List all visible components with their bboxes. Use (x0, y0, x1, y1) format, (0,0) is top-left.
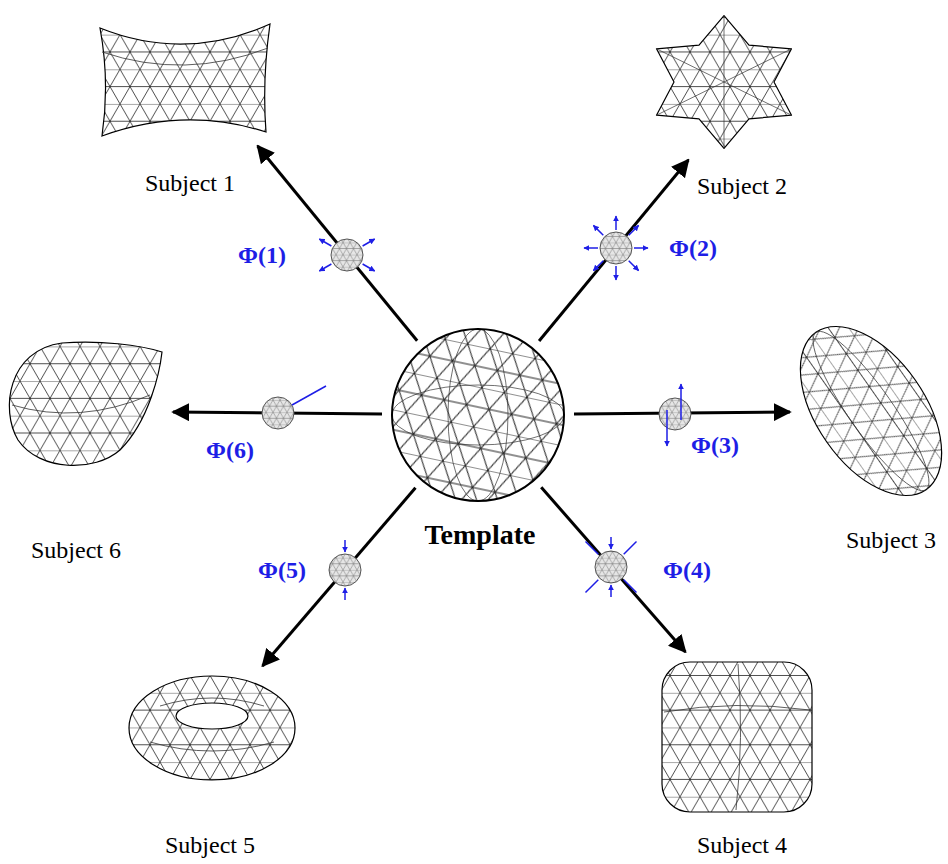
deformation-icon (262, 386, 326, 429)
deformation-label: Φ(6) (206, 436, 254, 465)
mesh-wire (9, 342, 162, 465)
mesh-fill (772, 301, 948, 520)
icon-sphere (659, 398, 691, 430)
icon-sphere (595, 551, 627, 583)
subject-label: Subject 5 (165, 831, 255, 860)
mesh-wire (129, 676, 295, 780)
deformation-icon (586, 537, 637, 597)
template-sphere (392, 329, 564, 501)
deformation-arrows (344, 540, 346, 600)
subject-label: Subject 4 (697, 831, 787, 860)
subject-node: Subject 5 (128, 674, 298, 784)
subject-mesh (100, 24, 270, 136)
icon-sphere (329, 554, 361, 586)
mesh-wire (662, 662, 812, 812)
subject-label: Subject 6 (31, 536, 121, 565)
subject-mesh (129, 676, 295, 780)
deformation-icon (319, 239, 374, 271)
mesh-fill (100, 24, 270, 136)
deformation-label: Φ(3) (691, 431, 739, 460)
template-node: Template (390, 327, 566, 503)
mesh-curve (798, 320, 944, 503)
deformation-label: Φ(5) (258, 556, 306, 585)
template-label: Template (425, 518, 536, 552)
deformation-label: Φ(2) (669, 234, 717, 263)
deformation-lines (292, 386, 326, 405)
subject-node: Subject 1 (100, 22, 270, 138)
deformation-label: Φ(4) (663, 556, 711, 585)
mesh-curve (657, 16, 792, 149)
mesh-wire (772, 301, 948, 520)
deformation-arrows (610, 537, 612, 597)
deformation-arrow (263, 488, 416, 666)
icon-sphere (600, 232, 632, 264)
sphere-curve (392, 385, 564, 445)
mesh-fill (662, 662, 812, 812)
icon-sphere (659, 398, 691, 430)
torus-hole (176, 703, 248, 729)
deformation-arrow (258, 146, 418, 341)
subject-node: Subject 2 (654, 12, 796, 152)
deformation-arrow (541, 487, 685, 652)
sphere-outline (392, 329, 564, 501)
sphere-curve (448, 329, 508, 501)
mesh-curve (664, 664, 810, 810)
icon-sphere (595, 551, 627, 583)
mesh-wire (100, 24, 270, 136)
icon-sphere (262, 397, 294, 429)
mesh-curve (102, 48, 268, 65)
subject-mesh (657, 16, 792, 149)
mesh-wire (657, 16, 792, 149)
mesh-fill (129, 676, 295, 780)
icon-sphere (262, 397, 294, 429)
deformation-icon (329, 540, 361, 600)
deformation-arrows (584, 216, 648, 280)
icon-sphere (600, 232, 632, 264)
icon-sphere (331, 239, 363, 271)
deformation-arrows (667, 384, 681, 446)
mesh-fill (657, 16, 792, 149)
mesh-curve (150, 698, 274, 751)
subject-label: Subject 2 (697, 172, 787, 201)
subject-mesh (9, 342, 162, 465)
sphere-mesh (392, 329, 564, 501)
icon-sphere (331, 239, 363, 271)
mesh-fill (9, 342, 162, 465)
deformation-icon (659, 384, 691, 446)
deformation-arrow (539, 160, 688, 341)
icon-sphere (329, 554, 361, 586)
subject-node: Subject 3 (798, 316, 942, 506)
subject-node: Subject 6 (5, 335, 165, 468)
deformation-icon (584, 216, 648, 280)
subject-label: Subject 1 (145, 169, 235, 198)
subject-node: Subject 4 (660, 660, 815, 815)
deformation-label: Φ(1) (238, 241, 286, 270)
deformation-arrows (319, 239, 374, 271)
sphere-fill (392, 329, 564, 501)
subject-mesh (772, 301, 948, 520)
mesh-curve (12, 395, 150, 413)
deformation-lines (586, 542, 637, 593)
subject-label: Subject 3 (846, 526, 936, 555)
subject-mesh (662, 662, 812, 812)
